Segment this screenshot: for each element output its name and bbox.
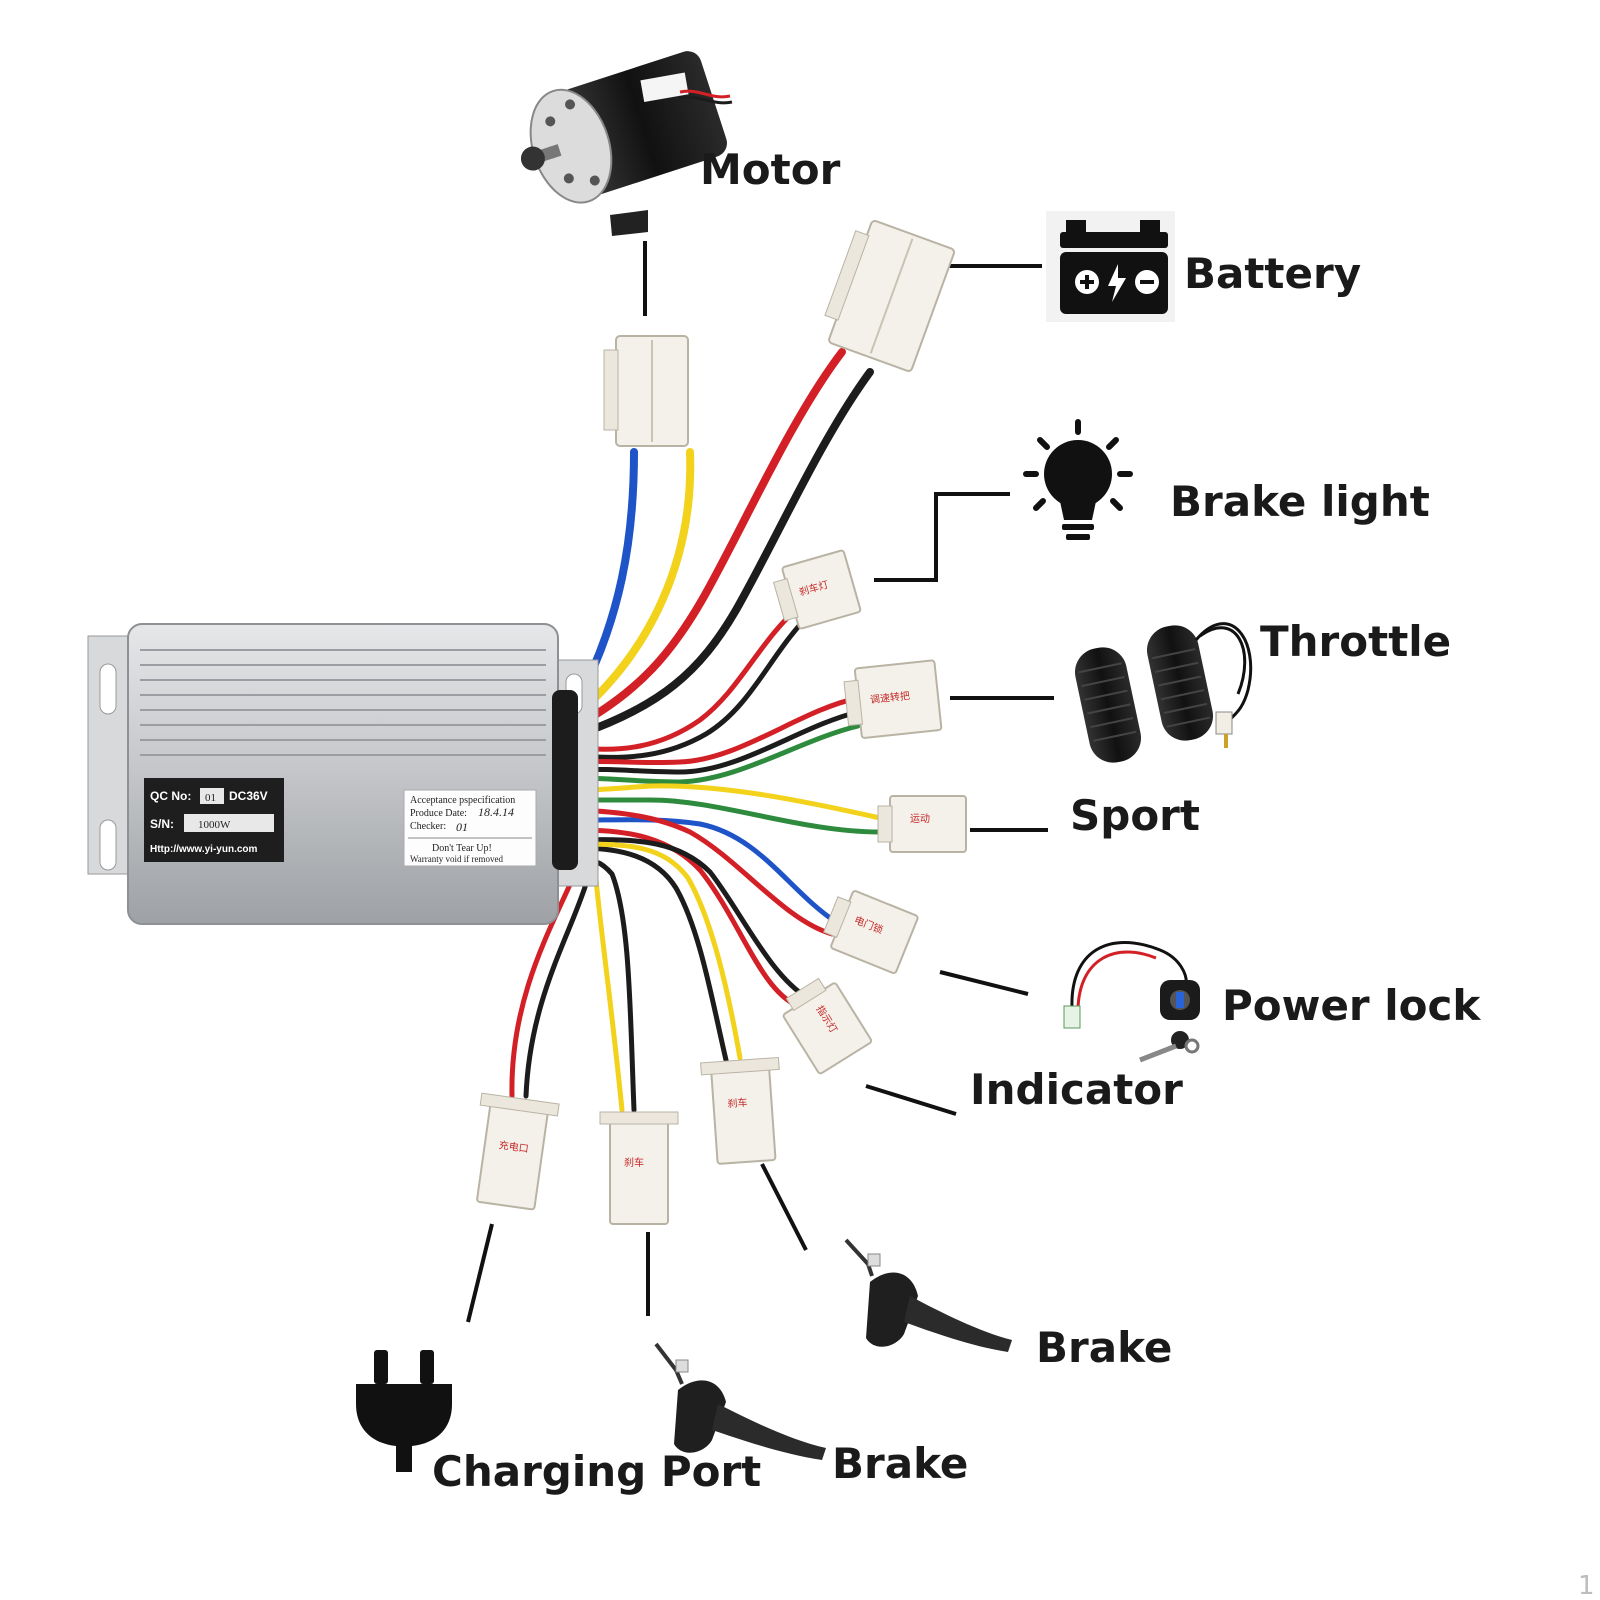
label-power-lock: Power lock [1222, 981, 1481, 1030]
power-lock-image [1063, 941, 1200, 1063]
battery-icon [1046, 211, 1175, 322]
battery-connector [824, 219, 956, 372]
sticker-line-4: Don't Tear Up! [432, 843, 492, 854]
brake-left-connector-text: 刹车 [624, 1156, 644, 1169]
brake-right-connector-text: 刹车 [727, 1096, 748, 1110]
motor-connector [603, 335, 689, 447]
sticker-line-2: Produce Date: [410, 808, 467, 819]
sticker-checker-handwritten: 01 [456, 820, 468, 834]
label-motor: Motor [700, 145, 841, 194]
sticker-line-3: Checker: [410, 821, 446, 832]
plug-icon [356, 1350, 452, 1472]
charging-port-connector: 充电口 [476, 1092, 560, 1211]
wires [509, 348, 883, 1113]
voltage-label: DC36V [229, 789, 268, 803]
sport-connector: 运动 [877, 795, 967, 853]
throttle-connector-text: 调速转把 [869, 689, 910, 706]
indicator-connector: 指示灯 [782, 977, 873, 1075]
sport-connector-text: 运动 [910, 813, 930, 825]
brake-light-connector: 刹车灯 [772, 549, 862, 630]
throttle-grips-image [1074, 622, 1253, 763]
charging-connector-text: 充电口 [498, 1138, 530, 1155]
label-sport: Sport [1070, 791, 1200, 840]
light-bulb-icon [1023, 419, 1133, 540]
label-indicator: Indicator [970, 1065, 1183, 1114]
sticker-date-handwritten: 18.4.14 [478, 805, 514, 819]
label-battery: Battery [1184, 249, 1361, 298]
label-brake-right: Brake [1036, 1323, 1172, 1372]
controller-fins [140, 649, 546, 756]
acceptance-sticker [403, 789, 537, 867]
leader-lines [466, 241, 1054, 1323]
power-lock-connector: 电门锁 [823, 890, 919, 974]
motor-image [520, 51, 733, 236]
label-brake-light: Brake light [1170, 477, 1430, 526]
qc-value: 01 [205, 792, 216, 804]
label-charging-port: Charging Port [432, 1447, 761, 1496]
page-number: 1 [1578, 1571, 1595, 1600]
sticker-line-5: Warranty void if removed [410, 854, 503, 864]
throttle-connector: 调速转把 [843, 659, 943, 739]
brake-lever-left-image [654, 1342, 826, 1460]
label-brake-left: Brake [832, 1439, 968, 1488]
controller-box: QC No: 01 DC36V S/N: 1000W Http://www.yi… [87, 623, 599, 925]
brake-left-connector: 刹车 [599, 1111, 679, 1225]
controller-url: Http://www.yi-yun.com [150, 844, 258, 855]
label-throttle: Throttle [1260, 617, 1451, 666]
brake-right-connector: 刹车 [700, 1056, 780, 1165]
sn-label: S/N: [150, 817, 174, 831]
brake-lever-right-image [844, 1238, 1012, 1352]
sn-value: 1000W [198, 819, 231, 831]
qc-label: QC No: [150, 789, 191, 803]
sticker-line-1: Acceptance pspecification [410, 795, 515, 806]
